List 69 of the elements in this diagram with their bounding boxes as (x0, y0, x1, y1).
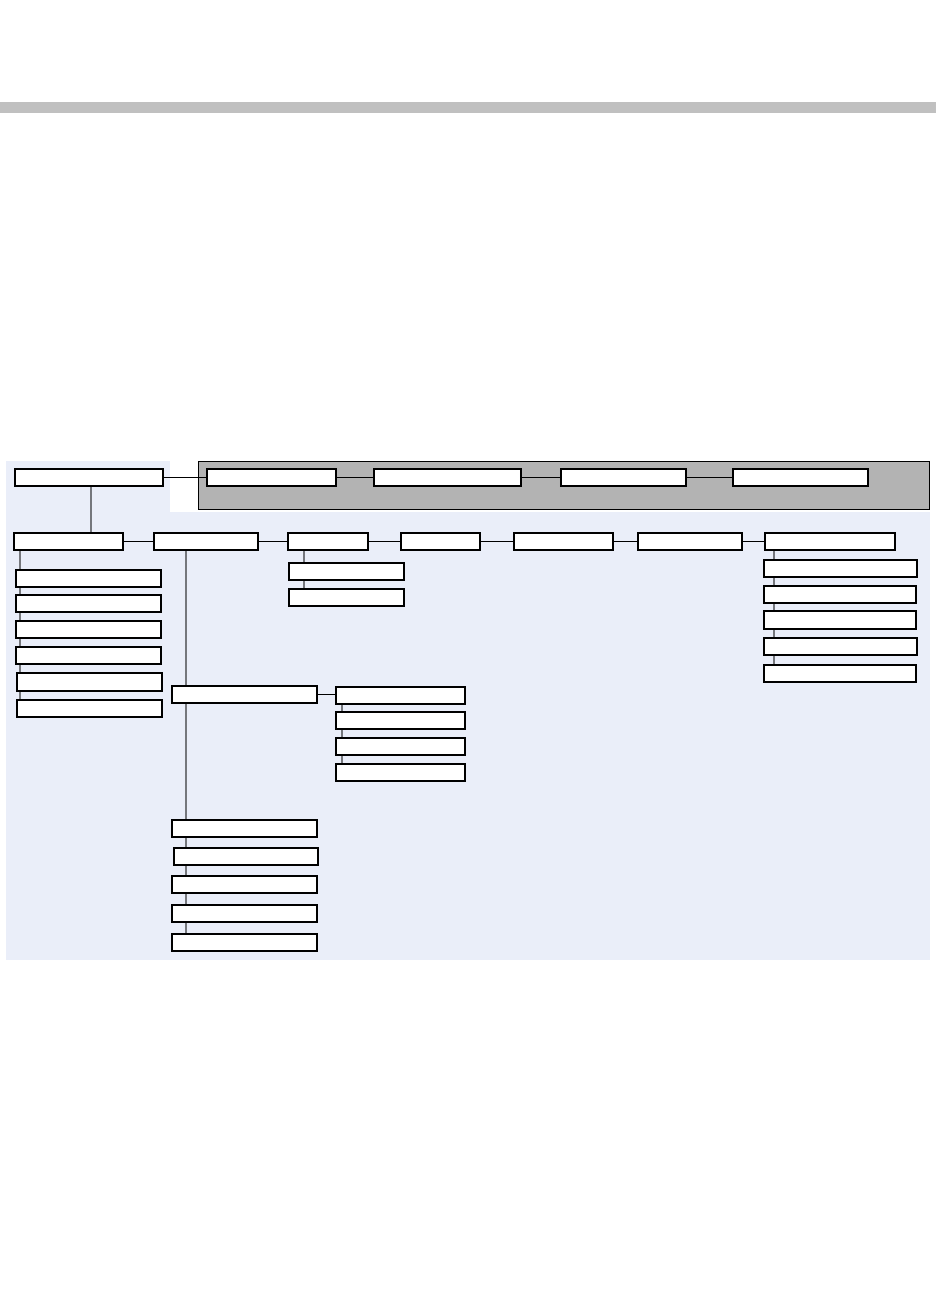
empty-box (16, 672, 163, 692)
empty-box (171, 819, 318, 838)
empty-box (171, 685, 318, 704)
empty-box (763, 664, 917, 683)
connector-line (90, 485, 92, 534)
connector-line (185, 892, 187, 906)
empty-box (335, 711, 466, 730)
empty-box (206, 468, 337, 487)
connector-line (773, 628, 775, 639)
connector-line (773, 549, 775, 561)
empty-box (173, 847, 319, 866)
connector-line (303, 579, 305, 590)
connector-line (19, 549, 21, 571)
empty-box (763, 610, 917, 630)
connector-line (341, 728, 343, 739)
empty-box (287, 532, 369, 551)
empty-box (171, 933, 318, 952)
connector-line (185, 921, 187, 935)
empty-box (732, 468, 869, 487)
empty-box (513, 532, 614, 551)
connector-line (479, 541, 515, 542)
connector-line (162, 477, 208, 478)
connector-line (19, 611, 21, 622)
connector-line (612, 541, 639, 542)
empty-box (15, 646, 162, 665)
connector-line (122, 541, 155, 542)
empty-box (16, 699, 163, 718)
connector-line (316, 694, 337, 695)
empty-box (15, 569, 162, 588)
connector-line (520, 477, 562, 478)
connector-line (185, 702, 187, 821)
connector-line (185, 836, 187, 849)
connector-line (19, 586, 21, 596)
empty-box (15, 620, 162, 639)
empty-box (13, 532, 124, 551)
connector-line (685, 477, 734, 478)
empty-box (288, 588, 405, 607)
empty-box (15, 594, 162, 613)
empty-box (373, 468, 522, 487)
empty-box (288, 562, 405, 581)
empty-box (335, 686, 466, 705)
connector-line (303, 549, 305, 564)
empty-box (763, 637, 918, 656)
connector-line (773, 654, 775, 666)
empty-box (764, 532, 896, 551)
connector-line (185, 549, 187, 687)
empty-box (335, 763, 466, 782)
connector-line (773, 602, 775, 612)
connector-line (185, 864, 187, 877)
empty-box (171, 875, 318, 894)
empty-box (171, 904, 318, 923)
connector-line (741, 541, 766, 542)
connector-line (367, 541, 402, 542)
connector-line (341, 754, 343, 765)
empty-box (637, 532, 743, 551)
connector-line (335, 477, 375, 478)
empty-box (560, 468, 687, 487)
connector-line (773, 576, 775, 587)
empty-box (335, 737, 466, 756)
empty-box (14, 468, 164, 487)
connector-line (19, 637, 21, 648)
connector-line (257, 541, 289, 542)
empty-box (400, 532, 481, 551)
empty-box (763, 585, 917, 604)
connector-line (19, 690, 21, 701)
connector-line (341, 703, 343, 713)
connector-line (19, 663, 21, 674)
empty-box (763, 559, 918, 578)
empty-box (153, 532, 259, 551)
